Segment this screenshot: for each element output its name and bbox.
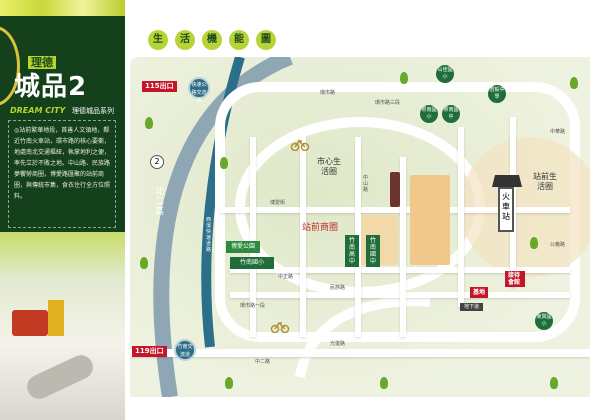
freeway-2 — [153, 57, 293, 397]
tree-icon — [145, 117, 153, 129]
road-label: 民族路 — [330, 285, 346, 291]
exit-115-label: 115出口 — [142, 81, 177, 92]
road-label: 中山路 — [363, 175, 369, 193]
tree-icon — [220, 157, 228, 169]
title-char: 生 — [148, 30, 168, 50]
life-function-map: 115出口 快速公路交流道 119出口 竹南交流道 2 北二高 西濱快速道路 市… — [130, 57, 590, 397]
toy-train-image — [12, 310, 48, 336]
site-label[interactable]: 基地 — [470, 287, 489, 298]
description: ◎站前繁華地段，首善人文領地，鄰近竹南火車站，環市路的核心要衝，地處南北交通樞紐… — [8, 120, 116, 228]
left-panel: 理德 城品2 DREAM CITY 理德城品系列 ◎站前繁華地段，首善人文領地，… — [0, 0, 125, 420]
road-label: 環市路一段 — [240, 303, 266, 309]
road-label: 博愛街 — [270, 200, 286, 206]
school-zhaonan-junior[interactable]: 照南國中 — [442, 105, 460, 123]
kids-photo — [0, 232, 125, 420]
road-zhonger — [130, 349, 590, 357]
road-label: 中華路 — [550, 129, 566, 135]
train-station[interactable]: 火車站 — [498, 187, 514, 232]
zone-station-life: 站前生活圈 — [533, 172, 557, 191]
school-shanjia[interactable]: 山佳國小 — [436, 65, 454, 83]
park-boai[interactable]: 博愛公園 — [226, 241, 260, 253]
bicycle-icon — [270, 321, 290, 333]
title-char: 活 — [175, 30, 195, 50]
road-vertical — [300, 137, 306, 337]
road-vertical — [400, 157, 406, 337]
road-label: 中正路 — [278, 274, 294, 280]
school-junyi[interactable]: 君毅中學 — [488, 85, 506, 103]
tree-icon — [550, 377, 558, 389]
title-char: 能 — [229, 30, 249, 50]
school-zhunan-high[interactable]: 竹南高中 — [345, 235, 359, 267]
decorative-swirl — [0, 0, 125, 18]
zone-station-shopping: 站前商圈 — [302, 223, 339, 233]
tree-icon — [140, 257, 148, 269]
road-vertical — [250, 137, 256, 337]
shopping-block — [410, 175, 450, 265]
expressway-label: 西濱快速道路 — [206, 217, 212, 253]
tree-icon — [400, 72, 408, 84]
toy-block-image — [48, 300, 64, 336]
interchange-expressway[interactable]: 快速公路交流道 — [188, 77, 210, 104]
brand-tag: 理德 — [28, 56, 56, 69]
school-zhunan-elem[interactable]: 竹南國小 — [230, 257, 274, 269]
reception-label[interactable]: 接待會館 — [505, 271, 525, 287]
interchange-zhunan[interactable]: 竹南交流道 — [174, 339, 196, 361]
market-block — [390, 172, 400, 207]
tree-icon — [570, 77, 578, 89]
school-dongxing[interactable]: 東興國小 — [535, 312, 553, 330]
station-roof-icon — [492, 175, 522, 187]
school-zhaonan-elem[interactable]: 照南國小 — [420, 105, 438, 123]
road-label: 環市路三段 — [375, 100, 401, 106]
underpass-label: 地下道 — [460, 303, 484, 311]
road-label: 中二路 — [255, 359, 271, 365]
road-label: 公義路 — [550, 242, 566, 248]
road-label: 環市路 — [320, 90, 336, 96]
title-char: 圖 — [256, 30, 276, 50]
title-char: 機 — [202, 30, 222, 50]
brand-name: 城品2 — [14, 72, 88, 102]
tree-icon — [530, 237, 538, 249]
curved-road — [295, 296, 431, 378]
bicycle-icon — [290, 139, 310, 151]
brand-english: DREAM CITY — [10, 106, 66, 115]
brand-panel — [0, 16, 125, 232]
road-label: 光復路 — [330, 341, 346, 347]
road-boai — [220, 207, 570, 213]
tree-icon — [225, 377, 233, 389]
freeway-2-shield: 2 — [150, 155, 164, 169]
school-zhunan-junior[interactable]: 竹南國中 — [366, 235, 380, 267]
tree-icon — [380, 377, 388, 389]
zone-city-life: 市心生活圈 — [317, 157, 341, 176]
freeway-label: 北二高 — [155, 187, 165, 217]
brand-series: 理德城品系列 — [72, 107, 114, 115]
exit-119-label: 119出口 — [132, 346, 167, 357]
road-vertical — [458, 127, 464, 307]
